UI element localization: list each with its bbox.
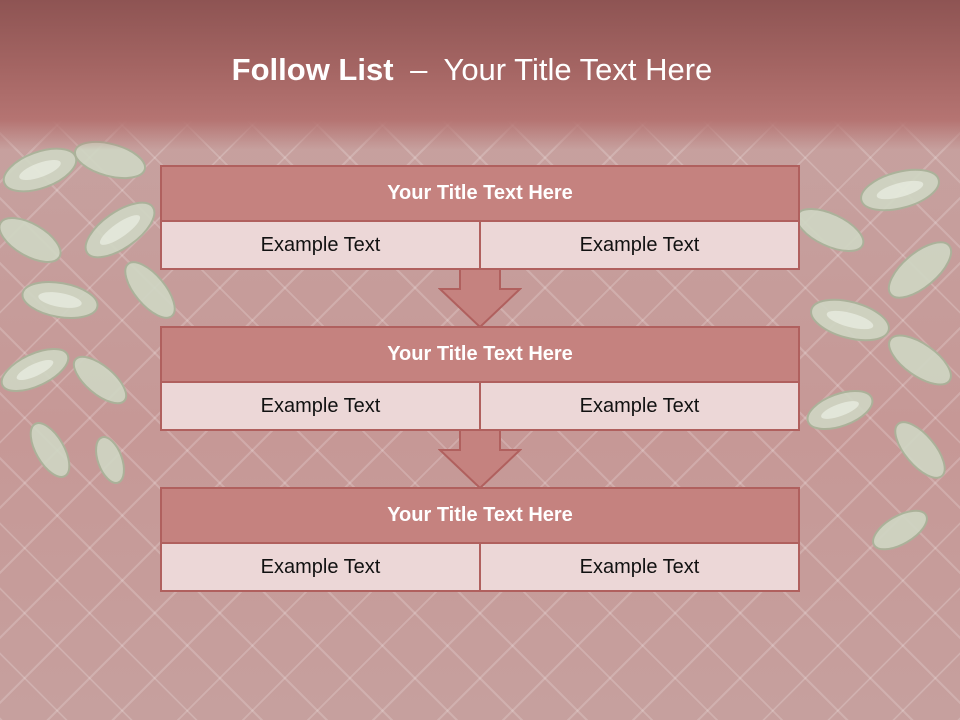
step-3-left-cell[interactable]: Example Text [160,542,481,592]
step-title-2[interactable]: Your Title Text Here [160,326,800,383]
step-row-1: Example Text Example Text [160,220,800,270]
down-arrow-icon [438,430,522,490]
step-title-1[interactable]: Your Title Text Here [160,165,800,222]
page-title: Follow List – Your Title Text Here [0,52,944,88]
title-subtitle: Your Title Text Here [443,52,713,87]
step-2-right-cell[interactable]: Example Text [479,381,800,431]
step-block-2: Your Title Text Here Example Text Exampl… [160,326,800,431]
step-block-3: Your Title Text Here Example Text Exampl… [160,487,800,592]
step-1-left-cell[interactable]: Example Text [160,220,481,270]
step-block-1: Your Title Text Here Example Text Exampl… [160,165,800,270]
plant-right-decoration [795,168,953,551]
header-band [0,0,960,150]
title-main: Follow List [231,52,394,87]
step-row-3: Example Text Example Text [160,542,800,592]
title-separator: – [410,52,428,87]
step-row-2: Example Text Example Text [160,381,800,431]
plant-left-decoration [0,140,176,484]
step-1-right-cell[interactable]: Example Text [479,220,800,270]
step-2-left-cell[interactable]: Example Text [160,381,481,431]
down-arrow-icon [438,269,522,329]
step-3-right-cell[interactable]: Example Text [479,542,800,592]
step-title-3[interactable]: Your Title Text Here [160,487,800,544]
